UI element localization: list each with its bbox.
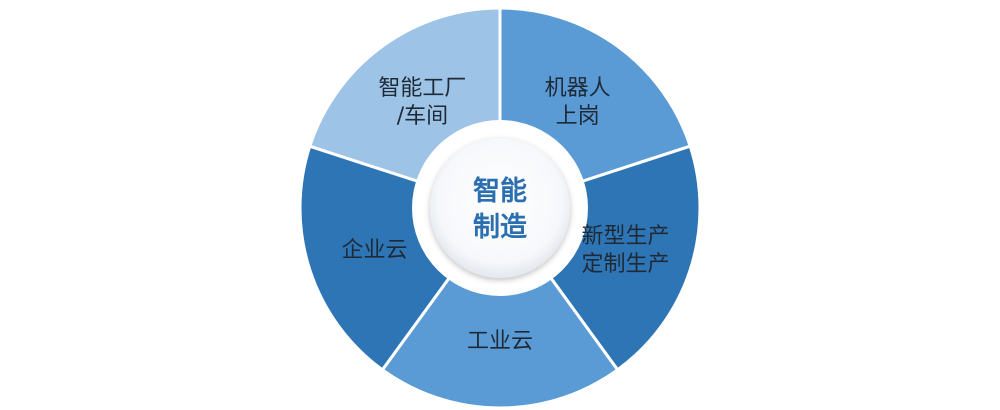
segment-label-industrial-cloud: 工业云 — [467, 329, 533, 354]
segment-industrial-cloud — [380, 206, 620, 410]
hub-circle — [430, 138, 570, 278]
center-title: 智能制造 — [473, 175, 527, 243]
segment-label-customized: 新型生产定制生产 — [581, 224, 669, 277]
segment-label-robots: 机器人上岗 — [545, 76, 611, 129]
segment-label-enterprise-cloud: 企业云 — [341, 238, 407, 263]
center-hub — [412, 120, 588, 296]
segment-label-smart-factory: 智能工厂/车间 — [378, 76, 466, 129]
